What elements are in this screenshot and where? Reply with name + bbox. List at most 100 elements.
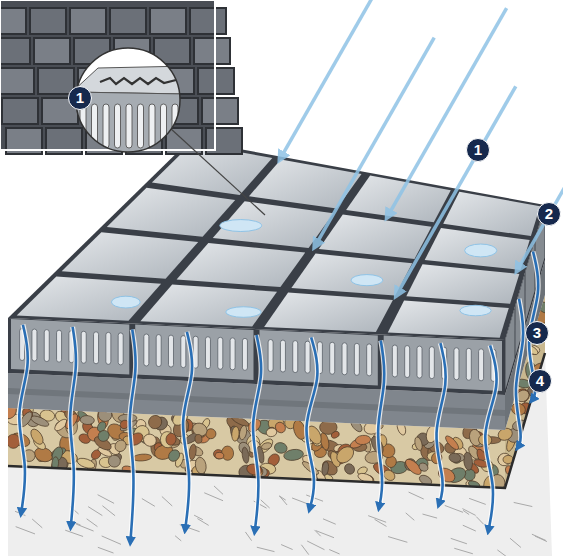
water-puddle (465, 244, 497, 257)
aggregate-stones (215, 452, 225, 460)
aggregate-stones (463, 452, 474, 471)
inset-photo (190, 8, 226, 34)
subgrade-soil (510, 538, 521, 547)
paver-top-face (249, 160, 362, 209)
paver-top-face (17, 277, 161, 321)
water-puddle (220, 220, 262, 232)
subgrade-soil (463, 510, 469, 514)
callout-number: 4 (528, 369, 552, 393)
paver-front-face (392, 345, 397, 377)
aggregate-stones (414, 436, 424, 451)
subgrade-soil (102, 506, 115, 516)
paver-front-face (156, 335, 161, 367)
water-flow-arrows (378, 341, 384, 510)
subgrade-soil (422, 514, 437, 518)
inset-photo (38, 68, 74, 94)
magnified-joint (72, 66, 190, 94)
paver-front-face (118, 333, 123, 365)
aggregate-stones (238, 425, 248, 441)
paver-front-face (454, 348, 459, 380)
inset-photo (30, 8, 66, 34)
paver-top-face (425, 228, 530, 270)
subgrade-soil (329, 550, 339, 555)
subgrade-soil (280, 496, 287, 505)
paver-front-face (168, 335, 173, 367)
inset-photo (194, 38, 230, 64)
subgrade-soil (197, 519, 208, 526)
subgrade-soil (98, 495, 114, 504)
magnified-joint (138, 104, 144, 148)
water-flow-arrows (436, 343, 445, 506)
water-puddle (460, 305, 491, 315)
paver-front-face (205, 337, 210, 369)
aggregate-stones (132, 453, 152, 461)
paver-front-face (367, 344, 372, 376)
subgrade-soil (316, 531, 334, 538)
water-flow-arrows (70, 327, 76, 529)
magnified-joint (149, 104, 155, 148)
aggregate-stones (231, 426, 240, 441)
water-flow-arrows (130, 330, 136, 544)
subgrade-soil (497, 550, 509, 556)
aggregate-stones (108, 455, 121, 468)
subgrade-soil (281, 545, 293, 550)
subgrade-soil (214, 486, 223, 494)
paver-front-face (405, 346, 410, 378)
water-puddle (226, 307, 261, 318)
subgrade-soil (102, 536, 121, 544)
aggregate-stones (80, 415, 95, 425)
callout-number: 2 (537, 202, 561, 226)
water-flow-arrows (436, 343, 445, 506)
subgrade-soil (162, 497, 172, 507)
aggregate-stones (221, 446, 234, 461)
subgrade-soil (87, 519, 98, 527)
water-flow-arrows (516, 299, 523, 449)
callout-number: 1 (466, 138, 490, 162)
rain-arrows (387, 8, 507, 218)
paver-top-face (140, 285, 277, 327)
subgrade-soil (454, 548, 473, 553)
aggregate-stones (330, 430, 340, 439)
water-flow-arrows (306, 337, 317, 510)
subgrade-soil (88, 507, 102, 516)
paver-top-face (177, 243, 306, 287)
subgrade-soil (462, 509, 475, 516)
paver-front-face (230, 338, 235, 370)
paver-front-face (479, 349, 484, 381)
paver-top-face (107, 188, 235, 237)
paver-front-face (330, 342, 335, 374)
aggregate-stones (355, 435, 371, 446)
magnified-joint (161, 104, 167, 148)
paver-front-face (429, 347, 434, 379)
paver-front-face (181, 336, 186, 368)
subgrade-soil (375, 519, 387, 526)
paver-front-face (354, 343, 359, 375)
paver-front-face (44, 330, 49, 362)
rain-arrows (279, 0, 563, 296)
paver-front-face (144, 334, 149, 366)
paver-front-face (218, 337, 223, 369)
water-flow-arrows (19, 325, 28, 515)
paver-front-face (305, 341, 310, 373)
water-flow-arrows (183, 332, 192, 531)
water-flow-arrows (306, 337, 317, 510)
aggregate-stones (194, 456, 207, 474)
paver-front-face (106, 332, 111, 364)
aggregate-stones (334, 443, 357, 466)
aggregate-stones (241, 447, 250, 464)
subgrade-soil (32, 519, 42, 528)
magnified-joint (115, 104, 121, 148)
subgrade-soil (175, 536, 181, 541)
aggregate-stones (165, 433, 177, 446)
magnified-joint (72, 48, 265, 215)
rain-arrows (516, 62, 563, 272)
paver-front-face (57, 330, 62, 362)
inset-photo (34, 38, 70, 64)
subgrade-soil (98, 547, 114, 553)
aggregate-stones (113, 438, 129, 454)
paver-top-face (264, 293, 393, 332)
inset-photo (110, 8, 146, 34)
aggregate-stones (96, 428, 112, 443)
water-flow-arrows (253, 335, 261, 533)
subgrade-soil (65, 530, 83, 536)
